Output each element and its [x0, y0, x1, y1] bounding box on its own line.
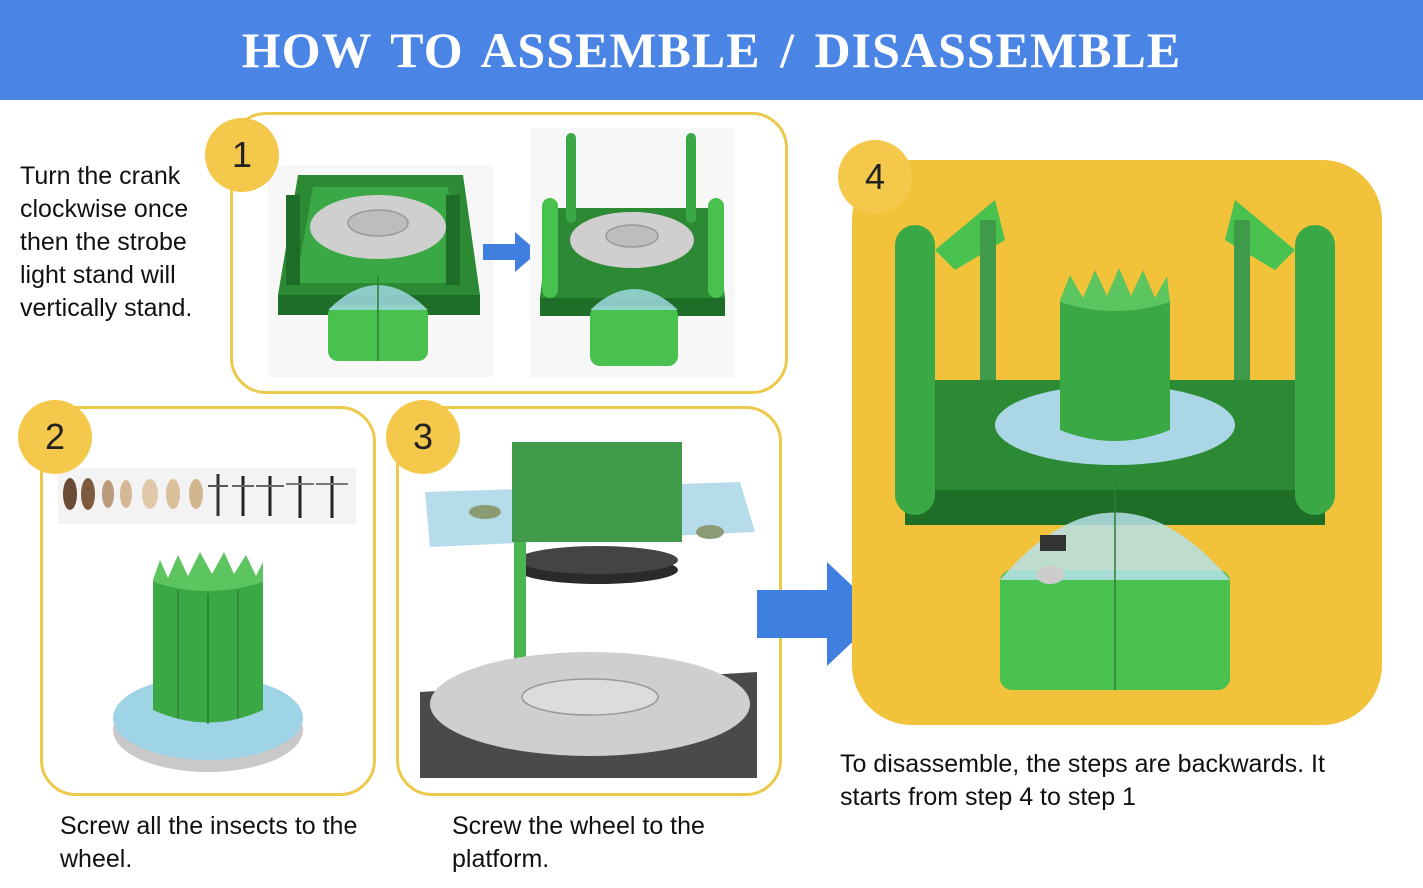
step-1-unfolded-model-image — [530, 128, 735, 378]
step-2-badge: 2 — [18, 400, 92, 474]
step-4-assembled-model-image — [895, 200, 1335, 690]
page-title: HOW TO ASSEMBLE / DISASSEMBLE — [241, 22, 1182, 78]
arrow-right-icon — [757, 562, 882, 666]
step-3-badge: 3 — [386, 400, 460, 474]
step-1-caption: Turn the crank clockwise once then the s… — [20, 162, 193, 322]
step-4-badge: 4 — [838, 140, 912, 214]
step-3-screw-model-image — [420, 442, 757, 778]
step-2-insects-row-image — [58, 468, 356, 524]
step-3-caption: Screw the wheel to the platform. — [452, 812, 705, 873]
step-1-badge: 1 — [205, 118, 279, 192]
step-2-caption: Screw all the insects to the wheel. — [60, 812, 358, 873]
title-banner: HOW TO ASSEMBLE / DISASSEMBLE — [0, 0, 1423, 100]
step-2-wheel-model-image — [113, 552, 303, 772]
arrow-right-icon — [483, 232, 538, 272]
step-4-caption: To disassemble, the steps are backwards.… — [840, 750, 1325, 811]
step-1-folded-model-image — [268, 165, 494, 377]
